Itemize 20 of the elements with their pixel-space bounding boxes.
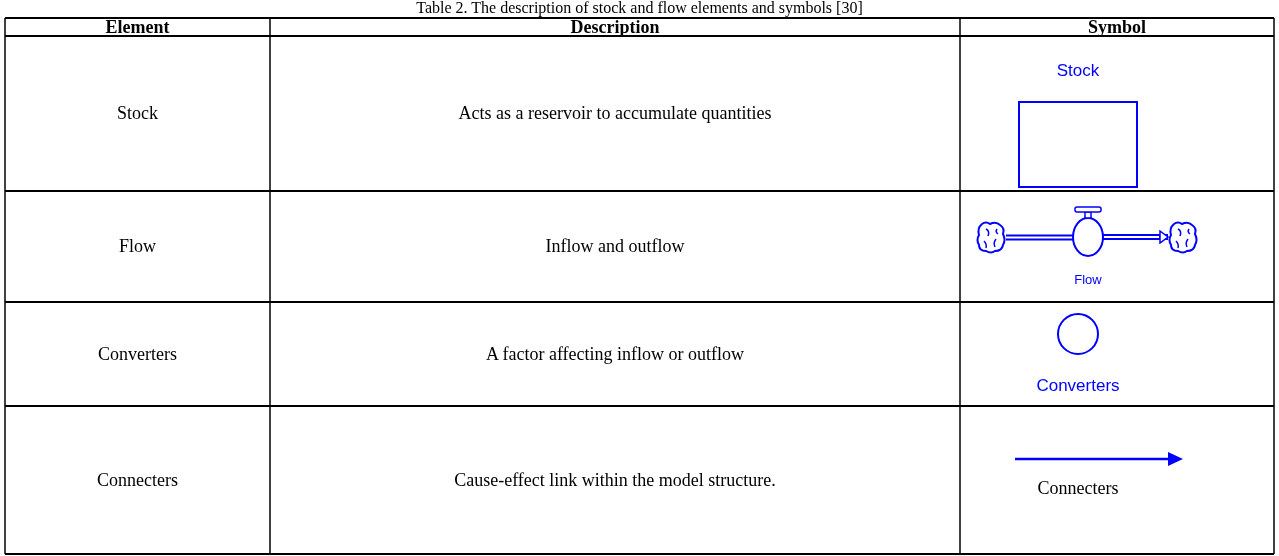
symbol-caption: Connecters <box>1037 477 1119 499</box>
element-name: Stock <box>117 103 158 124</box>
flow-pipe <box>1103 230 1169 244</box>
column-header: Description <box>570 16 660 38</box>
element-name: Flow <box>119 236 156 257</box>
element-name: Connecters <box>97 469 178 491</box>
cloud-symbol <box>1168 221 1198 254</box>
converter-label: Converters <box>1035 376 1121 395</box>
flow-pipe <box>1006 234 1073 241</box>
column-header: Element <box>105 16 170 38</box>
flow-label: Flow <box>1073 272 1103 287</box>
stock-label: Stock <box>1055 61 1101 80</box>
element-name: Converters <box>98 343 177 365</box>
description-text: Acts as a reservoir to accumulate quantities <box>458 103 772 124</box>
description-text: A factor affecting inflow or outflow <box>485 343 745 365</box>
description-text: Cause-effect link within the model structure. <box>454 469 776 491</box>
cloud-symbol <box>976 221 1006 254</box>
description-text: Inflow and outflow <box>545 236 685 257</box>
table-title: Table 2. The description of stock and flow elements and symbols [30] <box>415 0 864 16</box>
column-header: Symbol <box>1088 16 1146 38</box>
